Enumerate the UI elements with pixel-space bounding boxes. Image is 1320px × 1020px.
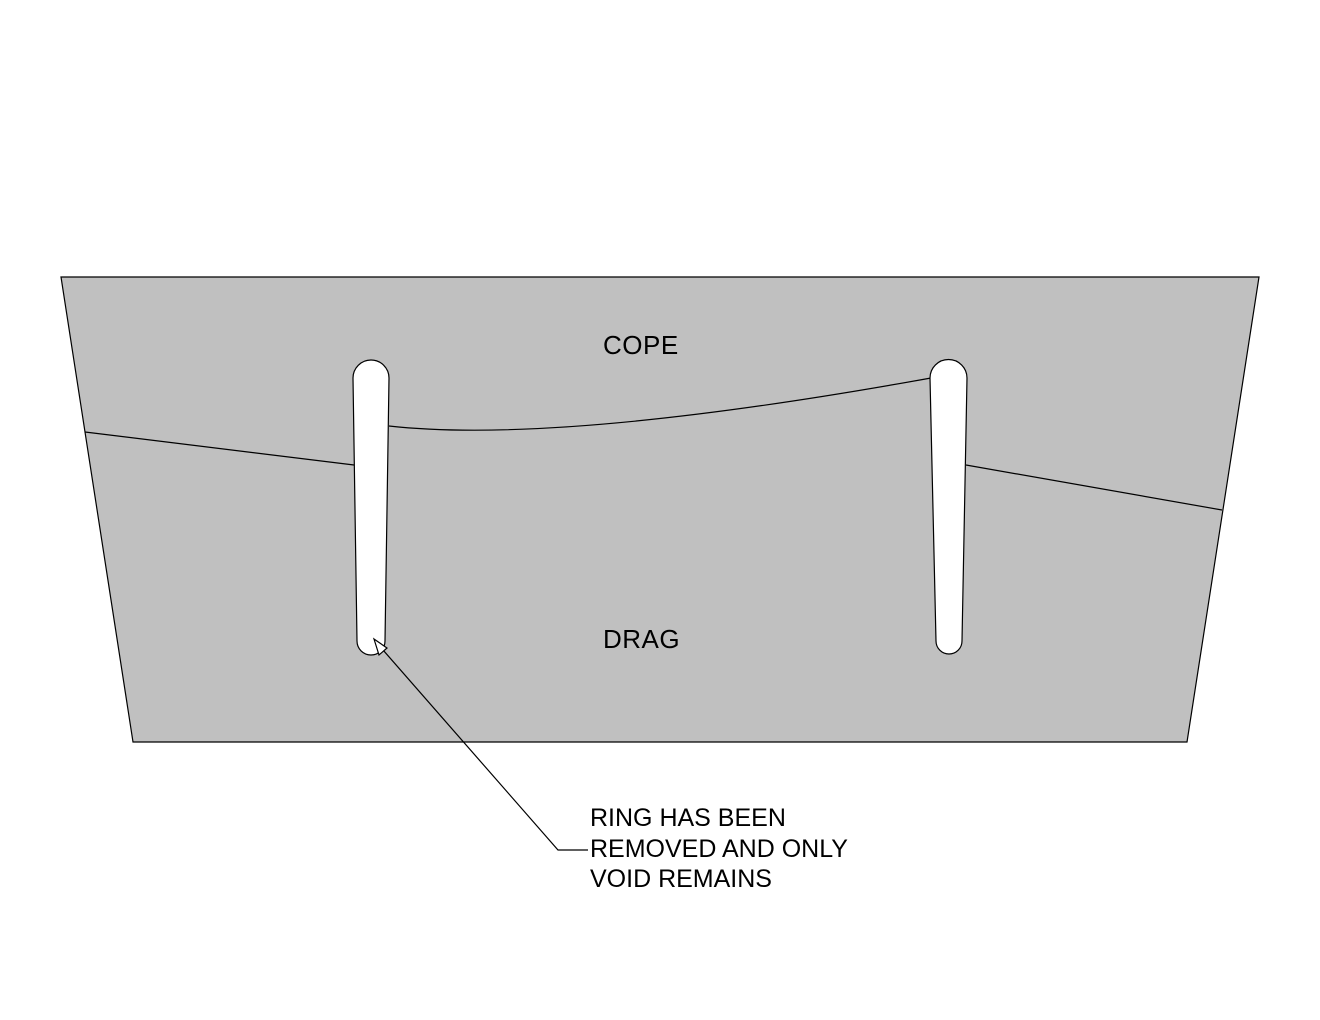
callout-leader-line [375,641,588,851]
ring-void-left [352,359,390,656]
callout-line: RING HAS BEEN [590,804,786,832]
parting-line-right [965,464,1223,511]
cope-label: COPE [603,330,679,360]
drag-label: DRAG [603,624,681,654]
callout-line: REMOVED AND ONLY [590,834,848,863]
callout-note: RING HAS BEEN REMOVED AND ONLY VOID REMA… [590,803,848,895]
callout-line: VOID REMAINS [590,865,772,893]
callout-arrowhead [372,637,388,657]
ring-void-right [929,358,968,655]
parting-line-curve [388,377,932,431]
parting-line-left [84,431,355,466]
